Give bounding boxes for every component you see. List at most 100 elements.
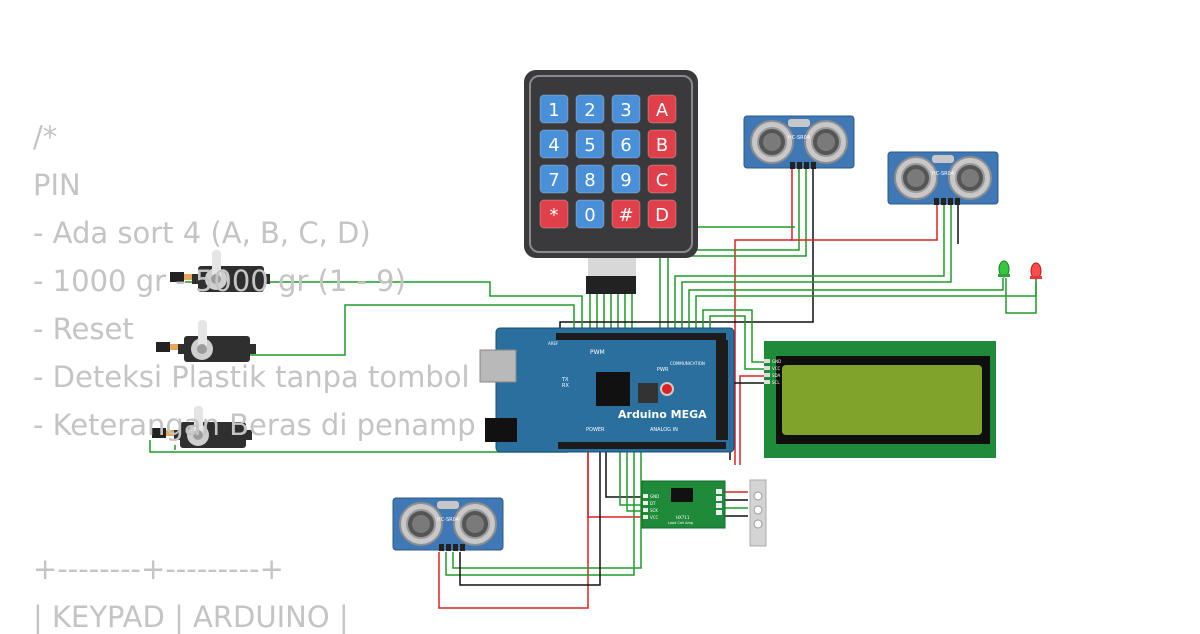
keypad-key-label: 7 (548, 170, 559, 191)
keypad-key-label: 4 (548, 135, 559, 156)
sensor-pin[interactable] (948, 198, 953, 205)
load-cell[interactable] (749, 479, 767, 547)
hx711-chip (671, 488, 693, 502)
sensor-pin[interactable] (804, 162, 809, 169)
sensor-pin[interactable] (797, 162, 802, 169)
keypad-key-label: 6 (620, 135, 631, 156)
keypad-key[interactable]: * (539, 199, 569, 229)
keypad-bezel (529, 75, 693, 253)
digital-header (556, 333, 726, 340)
analog-label: ANALOG IN (650, 427, 678, 433)
microcontroller-chip (596, 372, 630, 406)
crystal (932, 155, 954, 163)
communication-label: COMMUNICATION (670, 361, 705, 366)
sensor-label: HC-SR04 (788, 135, 810, 141)
keypad-key[interactable]: 2 (575, 94, 605, 124)
arduino-mega[interactable]: PWM COMMUNICATION TX RX PWR AREF Arduino… (479, 327, 735, 453)
keypad-key-label: 2 (584, 100, 595, 121)
sensor-label: HC-SR04 (437, 517, 459, 523)
code-line: | KEYPAD | ARDUINO | (33, 600, 349, 634)
sensor-pin[interactable] (790, 162, 795, 169)
usb-chip (638, 383, 658, 403)
reset-button[interactable] (660, 382, 674, 396)
ultrasonic-sensor-3[interactable]: HC-SR04 (392, 497, 504, 551)
keypad-ribbon (588, 258, 636, 276)
keypad-key[interactable]: 5 (575, 129, 605, 159)
sensor-pin[interactable] (446, 544, 451, 551)
keypad-key[interactable]: 4 (539, 129, 569, 159)
hx711-pin-label: VCC (650, 515, 659, 520)
sensor-pin[interactable] (811, 162, 816, 169)
transducer (453, 502, 497, 546)
led-red[interactable] (1030, 262, 1042, 280)
load-cell-hole (753, 491, 763, 501)
keypad-key[interactable]: 3 (611, 94, 641, 124)
keypad-key[interactable]: # (611, 199, 641, 229)
keypad-key[interactable]: 1 (539, 94, 569, 124)
sensor-pin[interactable] (460, 544, 465, 551)
keypad-key-label: B (656, 135, 668, 156)
keypad-key[interactable]: 9 (611, 164, 641, 194)
keypad-key[interactable]: 8 (575, 164, 605, 194)
aref-label: AREF (548, 341, 559, 346)
sensor-label: HC-SR04 (932, 171, 954, 177)
keypad-key[interactable]: 7 (539, 164, 569, 194)
servo-motor-3[interactable] (152, 406, 252, 448)
code-line: +--------+---------+ (33, 552, 284, 586)
servo-horn[interactable] (212, 250, 221, 282)
keypad-key-label: C (656, 170, 669, 191)
keypad-key[interactable]: 6 (611, 129, 641, 159)
keypad-wires (589, 292, 633, 338)
servo-horn[interactable] (194, 406, 203, 438)
sensor2-wires (674, 205, 959, 338)
usb-port (479, 349, 517, 383)
lcd-pin-label: VCC (772, 366, 781, 371)
transducer (948, 156, 992, 200)
load-cell-hole (753, 519, 763, 529)
sensor-pin[interactable] (955, 198, 960, 205)
keypad-key-label: * (550, 205, 559, 226)
pwr-label: PWR (657, 367, 669, 373)
power-jack (485, 418, 517, 442)
led-green[interactable] (998, 260, 1010, 278)
crystal (437, 501, 459, 509)
load-cell-hole (753, 505, 763, 515)
sensor-pin[interactable] (439, 544, 444, 551)
code-line: - Deteksi Plastik tanpa tombol (33, 360, 470, 394)
code-line: - 1000 gr - 5000 gr (1 - 9) (33, 264, 406, 298)
lcd-screen (782, 365, 982, 435)
sensor-pin[interactable] (934, 198, 939, 205)
keypad-key[interactable]: C (647, 164, 677, 194)
keypad-key[interactable]: B (647, 129, 677, 159)
hx711-label: HX711 (676, 515, 690, 520)
analog-header (558, 442, 726, 449)
side-header (716, 340, 728, 440)
ultrasonic-sensor-2[interactable]: HC-SR04 (887, 151, 999, 205)
keypad-key[interactable]: D (647, 199, 677, 229)
ultrasonic-sensor-1[interactable]: HC-SR04 (743, 115, 855, 169)
transducer (750, 120, 794, 164)
servo-motor-2[interactable] (156, 320, 256, 362)
keypad-key-label: A (656, 100, 669, 121)
servo-horn[interactable] (198, 320, 207, 352)
crystal (788, 119, 810, 127)
board-name: Arduino MEGA (618, 408, 707, 421)
keypad-key[interactable]: 0 (575, 199, 605, 229)
keypad-key-label: 8 (584, 170, 595, 191)
transducer (894, 156, 938, 200)
keypad-key[interactable]: A (647, 94, 677, 124)
rx-label: RX (562, 383, 569, 389)
servo-motor-1[interactable] (170, 250, 270, 292)
sensor-pin[interactable] (453, 544, 458, 551)
sensor-pin[interactable] (941, 198, 946, 205)
lcd-pin-label: GND (772, 359, 781, 364)
tx-label: TX (561, 377, 569, 383)
code-line: /* (33, 120, 58, 154)
